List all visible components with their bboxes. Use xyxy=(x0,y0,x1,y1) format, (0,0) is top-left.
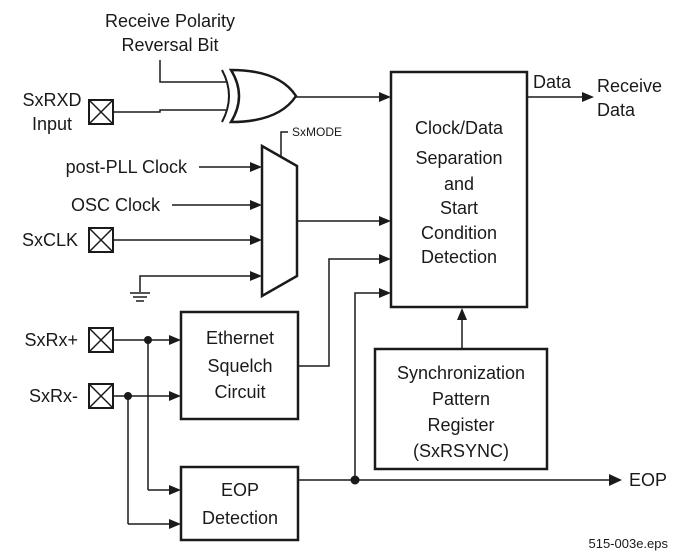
eop-feedback-wire xyxy=(354,292,381,480)
clock-mux xyxy=(260,143,299,299)
ethernet-line1: Ethernet xyxy=(206,328,274,348)
eop-detection-block xyxy=(179,465,300,542)
eop-feedback-arrow xyxy=(379,288,391,298)
ethernet-line2: Squelch xyxy=(207,356,272,376)
sxrxd-wire xyxy=(113,109,226,113)
ground-wire xyxy=(139,275,252,292)
sync-pattern-register-block xyxy=(373,347,549,471)
squelch-output-wire xyxy=(298,258,381,367)
sync-line3: Register xyxy=(427,415,494,435)
receive-data-label-line2: Data xyxy=(597,100,636,120)
post-pll-arrow xyxy=(250,162,262,172)
clock-data-line3: and xyxy=(444,174,474,194)
sxmode-label: SxMODE xyxy=(292,125,342,139)
figure-id: 515-003e.eps xyxy=(588,536,668,551)
polarity-label-line1: Receive Polarity xyxy=(105,11,235,31)
sync-line2: Pattern xyxy=(432,389,490,409)
polarity-wire xyxy=(159,60,226,83)
eop-junction xyxy=(350,475,360,485)
eop-input-minus-arrow xyxy=(169,519,181,529)
clock-data-line1: Clock/Data xyxy=(415,118,504,138)
eop-detection-line2: Detection xyxy=(202,508,278,528)
sxrx-minus-label: SxRx- xyxy=(29,386,78,406)
eop-output-label: EOP xyxy=(629,470,667,490)
sxrx-plus-label: SxRx+ xyxy=(24,330,78,350)
sxclk-label: SxCLK xyxy=(22,230,78,250)
osc-clock-arrow xyxy=(250,200,262,210)
sxrx-minus-arrow xyxy=(169,391,181,401)
eop-detection-line1: EOP xyxy=(221,480,259,500)
mux-output-arrow xyxy=(379,216,391,226)
sync-line4: (SxRSYNC) xyxy=(413,441,509,461)
clock-data-line4: Start xyxy=(440,198,478,218)
polarity-label-line2: Reversal Bit xyxy=(121,35,218,55)
sxrx-plus-pin-icon xyxy=(88,327,114,353)
data-output-arrow xyxy=(582,92,594,102)
receive-data-label-line1: Receive xyxy=(597,76,662,96)
sxrxd-pin-icon xyxy=(88,99,114,125)
sxclk-arrow xyxy=(250,235,262,245)
eop-output-arrow xyxy=(609,474,622,486)
clock-data-line2: Separation xyxy=(415,148,502,168)
sync-line1: Synchronization xyxy=(397,363,525,383)
ethernet-line3: Circuit xyxy=(214,382,265,402)
sync-output-arrow xyxy=(457,308,467,320)
clock-data-line6: Detection xyxy=(421,247,497,267)
ethernet-squelch-block xyxy=(179,310,300,421)
xor-gate xyxy=(221,68,298,124)
post-pll-clock-label: post-PLL Clock xyxy=(66,157,188,177)
eop-input-plus-arrow xyxy=(169,485,181,495)
clock-data-line5: Condition xyxy=(421,223,497,243)
data-output-label: Data xyxy=(533,72,572,92)
ground-arrow xyxy=(250,271,262,281)
sxclk-pin-icon xyxy=(88,227,114,253)
squelch-output-arrow xyxy=(379,254,391,264)
sxrxd-label-line1: SxRXD xyxy=(22,90,81,110)
sxrxd-label-line2: Input xyxy=(32,114,72,134)
sxrx-plus-arrow xyxy=(169,335,181,345)
ground-icon xyxy=(130,292,150,302)
osc-clock-label: OSC Clock xyxy=(71,195,161,215)
clock-data-separation-block xyxy=(389,70,529,309)
sxmode-wire xyxy=(280,131,288,156)
sxrx-minus-pin-icon xyxy=(88,383,114,409)
xor-output-arrow xyxy=(379,92,391,102)
